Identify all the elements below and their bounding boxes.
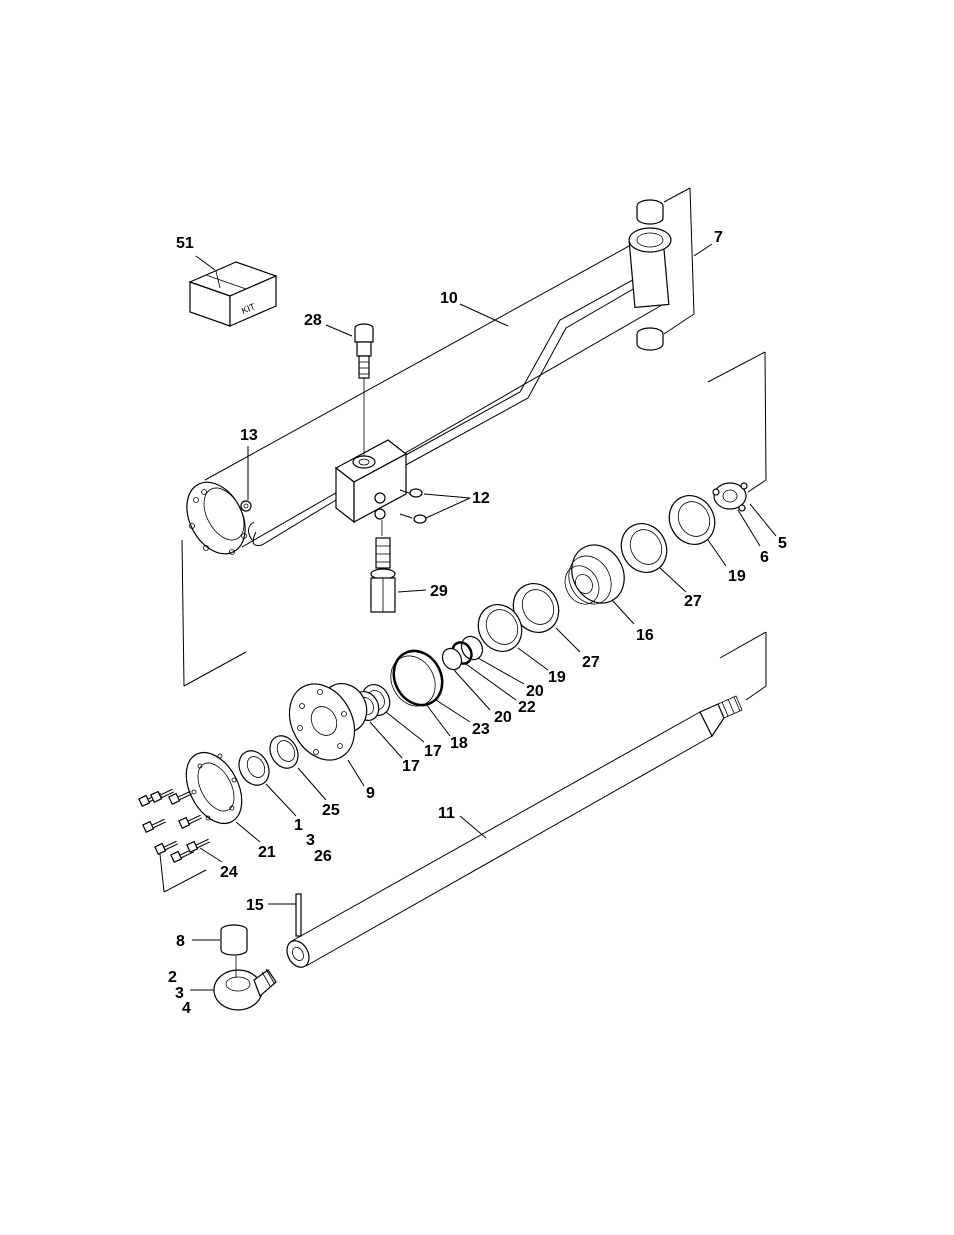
callout-24: 24 bbox=[220, 864, 238, 881]
callout-10: 10 bbox=[440, 290, 458, 307]
callout-28: 28 bbox=[304, 312, 322, 329]
callout-51: 51 bbox=[176, 235, 194, 252]
callout-29: 29 bbox=[430, 583, 448, 600]
fitting-28 bbox=[355, 324, 373, 378]
piston-assembly bbox=[175, 483, 747, 833]
callout-5: 5 bbox=[778, 535, 787, 552]
callout-6: 6 bbox=[760, 549, 769, 566]
callout-17-left: 17 bbox=[402, 758, 420, 775]
callout-11: 11 bbox=[438, 805, 455, 822]
callout-22: 22 bbox=[518, 699, 536, 716]
callout-17-right: 17 bbox=[424, 743, 442, 760]
callout-16: 16 bbox=[636, 627, 654, 644]
callout-18: 18 bbox=[450, 735, 468, 752]
callout-21: 21 bbox=[258, 844, 276, 861]
callout-13: 13 bbox=[240, 427, 258, 444]
callout-1: 1 bbox=[294, 817, 303, 834]
callout-20-upper: 20 bbox=[526, 683, 544, 700]
callout-27-lower: 27 bbox=[582, 654, 600, 671]
callout-25: 25 bbox=[322, 802, 340, 819]
barrel-end-trunnion bbox=[629, 200, 671, 350]
callout-19-lower: 19 bbox=[548, 669, 566, 686]
callout-8: 8 bbox=[176, 933, 185, 950]
callout-labels: 51 7 10 28 13 12 5 6 19 29 27 16 27 19 2… bbox=[168, 229, 787, 1017]
callout-26: 26 bbox=[314, 848, 332, 865]
callout-23: 23 bbox=[472, 721, 490, 738]
callout-19-upper: 19 bbox=[728, 568, 746, 585]
callout-27-upper: 27 bbox=[684, 593, 702, 610]
callout-20-lower: 20 bbox=[494, 709, 512, 726]
callout-9: 9 bbox=[366, 785, 375, 802]
callout-2: 2 bbox=[168, 969, 177, 986]
valve-block bbox=[336, 360, 406, 536]
fitting-29 bbox=[371, 538, 395, 612]
callout-15: 15 bbox=[246, 897, 264, 914]
callout-3-middle: 3 bbox=[306, 832, 315, 849]
callout-4: 4 bbox=[182, 1000, 191, 1017]
callout-12: 12 bbox=[472, 490, 490, 507]
callout-7: 7 bbox=[714, 229, 723, 246]
kit-box: KIT bbox=[190, 262, 276, 326]
